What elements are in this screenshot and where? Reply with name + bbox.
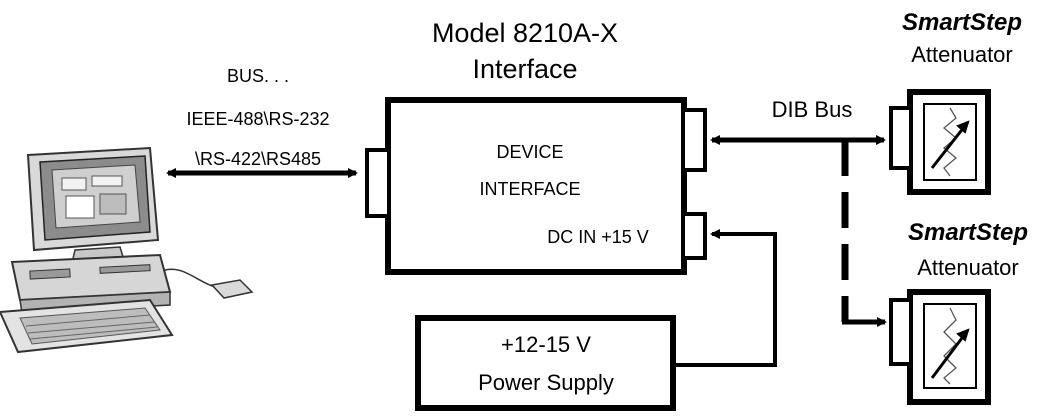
dib-bus-label: DIB Bus [772, 97, 853, 122]
dc-in-port [681, 212, 707, 260]
dib-port [681, 108, 707, 172]
attenuator-1-brand: SmartStep [902, 9, 1022, 36]
bus-label-line1: BUS. . . [227, 66, 289, 86]
bus-port [365, 148, 391, 218]
interface-label: INTERFACE [479, 179, 580, 199]
attenuator-2-label: Attenuator [917, 255, 1019, 280]
interface-model-title: Model 8210A-X [432, 18, 618, 48]
dc-in-label: DC IN +15 V [547, 227, 649, 247]
bus-label-line2: IEEE-488\RS-232 [186, 109, 329, 129]
device-label: DEVICE [496, 142, 563, 162]
attenuator-1-device [889, 89, 991, 195]
power-supply-voltage: +12-15 V [501, 332, 591, 357]
attenuator-2-brand: SmartStep [908, 219, 1028, 246]
power-supply-label: Power Supply [478, 370, 614, 395]
attenuator-2-device [889, 289, 991, 405]
attenuator-1-label: Attenuator [911, 42, 1013, 67]
computer-icon [0, 146, 254, 354]
bus-label-line3: \RS-422\RS485 [195, 149, 321, 169]
power-wire [673, 229, 777, 367]
interface-title: Interface [472, 54, 577, 84]
